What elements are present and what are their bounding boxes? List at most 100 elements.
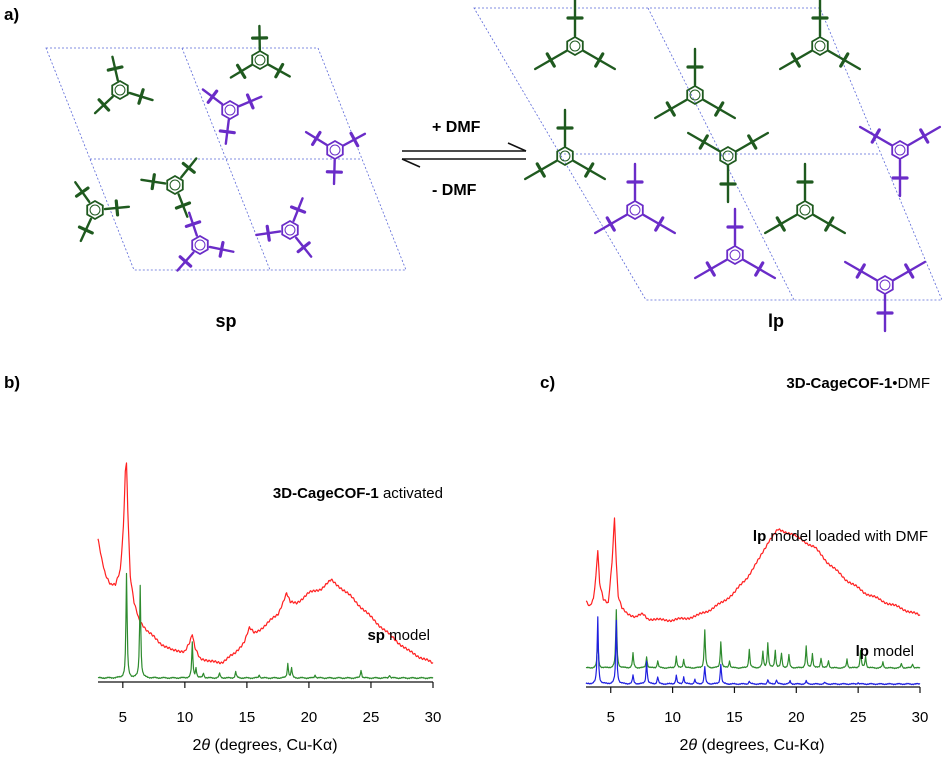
aromatic-ring-inner xyxy=(729,249,741,261)
x-tick-label: 5 xyxy=(119,709,127,726)
linker-aryl xyxy=(545,52,556,68)
linker-aryl xyxy=(184,220,202,228)
linker-aryl xyxy=(181,161,196,174)
reverse-label: - DMF xyxy=(432,182,477,199)
aromatic-ring xyxy=(891,139,909,161)
linker-aryl xyxy=(106,65,124,72)
linker-aryl xyxy=(218,240,225,258)
linker-aryl xyxy=(274,62,285,79)
linker-aryl xyxy=(705,261,716,277)
linker-aryl xyxy=(654,216,665,232)
linker-aryl xyxy=(265,224,271,242)
x-axis-title-b-rest: (degrees, Cu-Kα) xyxy=(210,737,338,754)
aromatic-ring-inner xyxy=(689,89,701,101)
x-tick-label: 15 xyxy=(239,709,256,726)
aromatic-ring xyxy=(251,49,269,71)
sp-label: sp xyxy=(215,311,236,331)
aromatic-ring-inner xyxy=(799,204,811,216)
linker-aryl xyxy=(904,263,915,279)
x-axis-title-b: 2θ (degrees, Cu-Kα) xyxy=(192,737,337,754)
linker-aryl xyxy=(775,216,786,232)
linker-aryl xyxy=(289,205,307,214)
linker-aryl xyxy=(855,263,866,279)
lp-framework xyxy=(523,0,942,333)
linker-aryl xyxy=(919,128,930,144)
aromatic-ring-inner xyxy=(629,204,641,216)
aromatic-ring-inner xyxy=(722,150,734,162)
lp-label: lp xyxy=(768,311,784,331)
series-line-lp-model xyxy=(585,616,921,686)
activated-annotation-rest: activated xyxy=(379,485,443,502)
linker-aryl xyxy=(114,199,120,217)
x-axis-title-b-num: 2 xyxy=(192,737,201,754)
linker-aryl xyxy=(870,128,881,144)
series-b xyxy=(97,462,434,680)
linker-aryl xyxy=(747,134,758,150)
aromatic-ring-inner xyxy=(89,204,101,216)
series-line-sp-model xyxy=(97,572,434,680)
dmf-annotation-rest: •DMF xyxy=(892,375,930,392)
aromatic-ring xyxy=(221,99,239,121)
sp-unit-cell-outline xyxy=(45,47,407,271)
lp-model-annotation: lp model xyxy=(856,643,914,660)
linker-aryl xyxy=(605,216,616,232)
linker-aryl xyxy=(594,52,605,68)
x-tick-label: 10 xyxy=(664,709,681,726)
linker-aryl xyxy=(839,52,850,68)
aromatic-ring-inner xyxy=(559,150,571,162)
series-line-lp-model-loaded-with-dmf xyxy=(585,609,921,670)
linker-aryl xyxy=(349,131,360,148)
panel-a-label: a) xyxy=(4,5,19,24)
linker-aryl xyxy=(245,93,255,110)
aromatic-ring-inner xyxy=(169,179,181,191)
aromatic-ring xyxy=(719,145,737,167)
aromatic-ring xyxy=(811,35,829,57)
x-tick-label: 25 xyxy=(363,709,380,726)
linker-aryl xyxy=(178,255,193,268)
aromatic-ring xyxy=(556,145,574,167)
lp-structure xyxy=(473,0,942,333)
x-tick-label: 20 xyxy=(788,709,805,726)
linker-aryl xyxy=(74,186,90,198)
aromatic-ring xyxy=(876,274,894,296)
aromatic-ring-inner xyxy=(814,40,826,52)
linker-aryl xyxy=(206,89,219,104)
panel-c-label: c) xyxy=(540,373,555,392)
aromatic-ring xyxy=(191,234,209,256)
linker-aryl xyxy=(235,63,247,79)
linker-aryl xyxy=(824,216,835,232)
aromatic-ring-inner xyxy=(114,84,126,96)
x-axis-title-c-theta: θ xyxy=(688,737,697,754)
x-tick-label: 25 xyxy=(850,709,867,726)
dmf-annotation-bold: 3D-CageCOF-1 xyxy=(786,375,892,392)
x-tick-label: 15 xyxy=(726,709,743,726)
linker-aryl xyxy=(296,241,311,254)
aromatic-ring xyxy=(166,174,184,196)
aromatic-ring xyxy=(726,244,744,266)
aromatic-ring xyxy=(86,199,104,221)
linker-aryl xyxy=(77,225,94,235)
aromatic-ring xyxy=(326,139,344,161)
linker-aryl xyxy=(311,130,322,147)
aromatic-ring-inner xyxy=(284,224,296,236)
x-axis-title-c: 2θ (degrees, Cu-Kα) xyxy=(679,737,824,754)
panel-b-label: b) xyxy=(4,373,20,392)
sp-model-annotation-rest: model xyxy=(385,627,430,644)
aromatic-ring-inner xyxy=(329,144,341,156)
reverse-arrow-head xyxy=(401,158,421,168)
linker-aryl xyxy=(698,134,709,150)
forward-label: + DMF xyxy=(432,119,481,136)
sp-model-annotation: sp model xyxy=(367,627,430,644)
linker-aryl xyxy=(535,162,546,178)
linker-aryl xyxy=(790,52,801,68)
x-tick-label: 10 xyxy=(177,709,194,726)
activated-annotation-bold: 3D-CageCOF-1 xyxy=(273,485,379,502)
dmf-annotation: 3D-CageCOF-1•DMF xyxy=(786,375,930,392)
lp-loaded-annotation-rest: model loaded with DMF xyxy=(766,528,928,545)
linker-aryl xyxy=(714,101,725,117)
lp-unit-cell-divider xyxy=(647,7,795,301)
x-tick-label: 20 xyxy=(301,709,318,726)
